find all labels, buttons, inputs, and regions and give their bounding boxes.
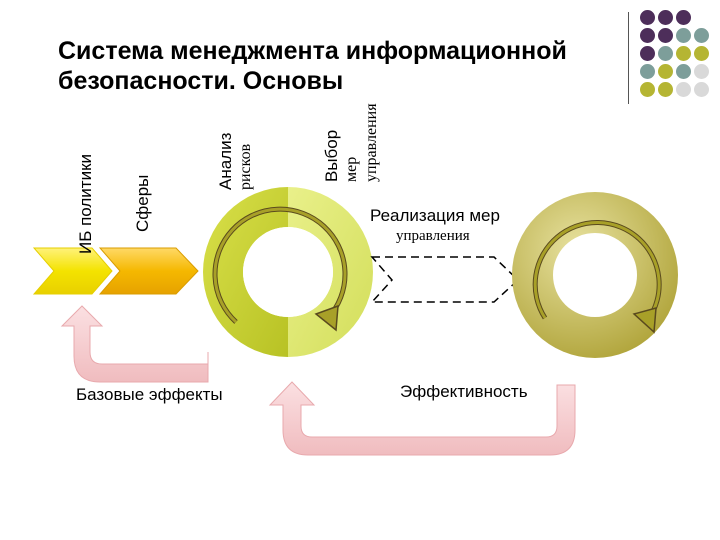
dot [676,46,691,61]
cycle-ring-1 [203,187,373,357]
dot [694,28,709,43]
return-arrow-large [268,381,576,456]
dot [694,64,709,79]
circular-arrow-2 [532,220,662,334]
policy-chevron-arrow [32,247,113,295]
risk-label-line1: Анализ [216,132,235,190]
implementation-dashed-arrow [370,256,520,303]
dot [640,10,655,25]
dot [676,82,691,97]
select-label-line2: мер [343,156,360,182]
dot [694,46,709,61]
circular-arrow-1 [212,206,348,332]
select-label-line1: Выбор [322,129,341,182]
dot [676,28,691,43]
policy-label: ИБ политики [76,154,96,254]
efficiency-label: Эффективность [400,382,528,401]
spheres-label-text: Сферы [133,174,152,232]
dot [658,82,673,97]
dot [640,46,655,61]
dot [658,46,673,61]
dot [640,82,655,97]
dot [694,82,709,97]
slide-title: Система менеджмента информационной безоп… [58,37,567,95]
select-label-line3: управления [363,103,380,182]
dot [658,64,673,79]
risk-analysis-label: Анализ рисков [216,133,256,190]
dot [640,28,655,43]
decorative-dot-grid [640,10,720,110]
dot [640,64,655,79]
decorative-divider [628,12,629,104]
policy-label-text: ИБ политики [76,153,95,254]
dot [658,10,673,25]
spheres-label: Сферы [133,175,153,232]
risk-label-line2: рисков [237,143,254,190]
implementation-label-line2: управления [396,228,470,244]
dot [658,28,673,43]
select-controls-label: Выбор мер управления [322,103,382,182]
dot [676,64,691,79]
dot [676,10,691,25]
implementation-label-line1: Реализация мер [370,206,500,225]
spheres-chevron-arrow [98,247,199,295]
return-arrow-small [60,305,209,383]
base-effects-label: Базовые эффекты [76,385,223,404]
